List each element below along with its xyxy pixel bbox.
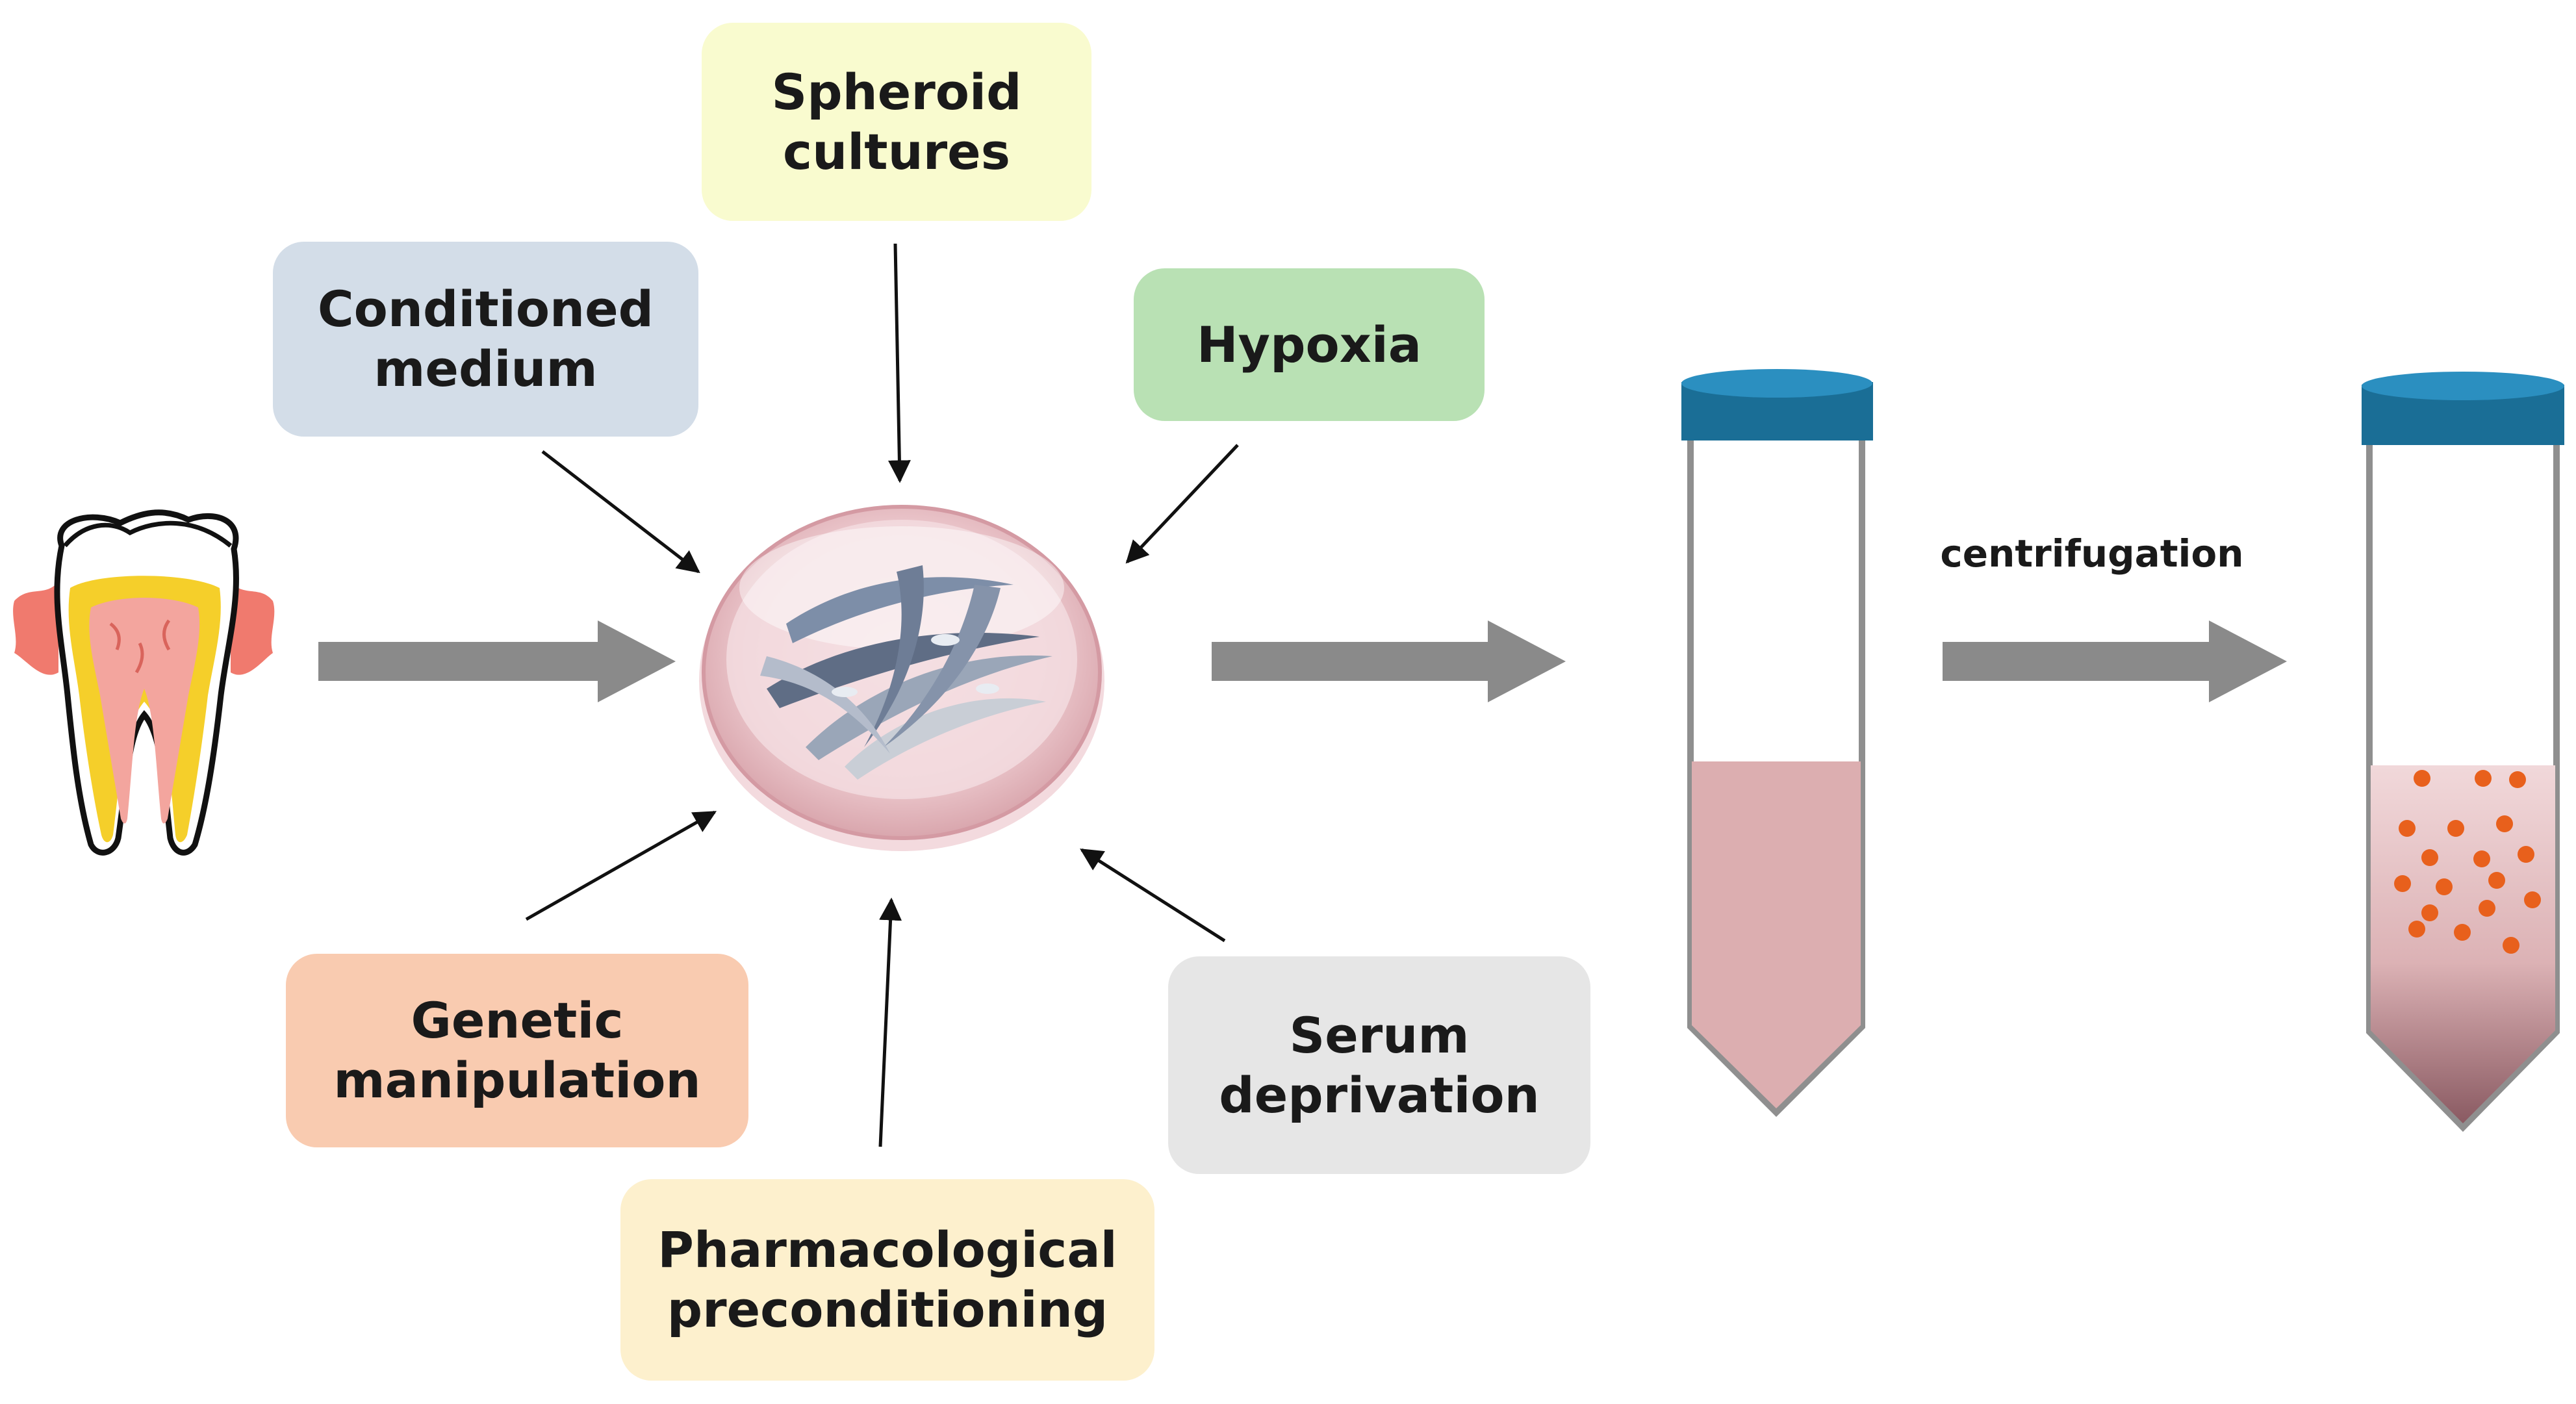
box-conditioned-medium: Conditioned medium bbox=[273, 242, 698, 437]
particles bbox=[2394, 770, 2541, 954]
condition-arrows bbox=[525, 243, 1239, 1147]
arrow-from-spheroid bbox=[887, 243, 911, 483]
flow-arrow-dish-to-tube bbox=[1212, 620, 1566, 702]
conical-tube-pellet-icon bbox=[2362, 372, 2564, 1132]
arrow-from-serum bbox=[1080, 848, 1226, 943]
flow-arrow-tooth-to-dish bbox=[318, 620, 676, 702]
box-hypoxia: Hypoxia bbox=[1134, 268, 1485, 421]
arrow-from-hypoxia bbox=[1125, 444, 1239, 564]
box-spheroid-cultures: Spheroid cultures bbox=[702, 23, 1091, 221]
tooth-icon bbox=[13, 509, 275, 856]
conical-tube-icon bbox=[1681, 369, 1873, 1117]
box-genetic-manipulation: Genetic manipulation bbox=[286, 954, 748, 1147]
centrifugation-label: centrifugation bbox=[1940, 531, 2244, 576]
box-serum-deprivation: Serum deprivation bbox=[1168, 956, 1590, 1174]
flow-arrow-centrifugation bbox=[1943, 620, 2287, 702]
arrow-from-pharma bbox=[878, 897, 902, 1147]
arrow-from-conditioned bbox=[541, 450, 700, 574]
flow-arrows bbox=[318, 620, 2287, 702]
petri-dish-cells-icon bbox=[699, 505, 1104, 851]
arrow-from-genetic bbox=[525, 810, 717, 921]
box-pharmacological-preconditioning: Pharmacological preconditioning bbox=[620, 1179, 1154, 1381]
